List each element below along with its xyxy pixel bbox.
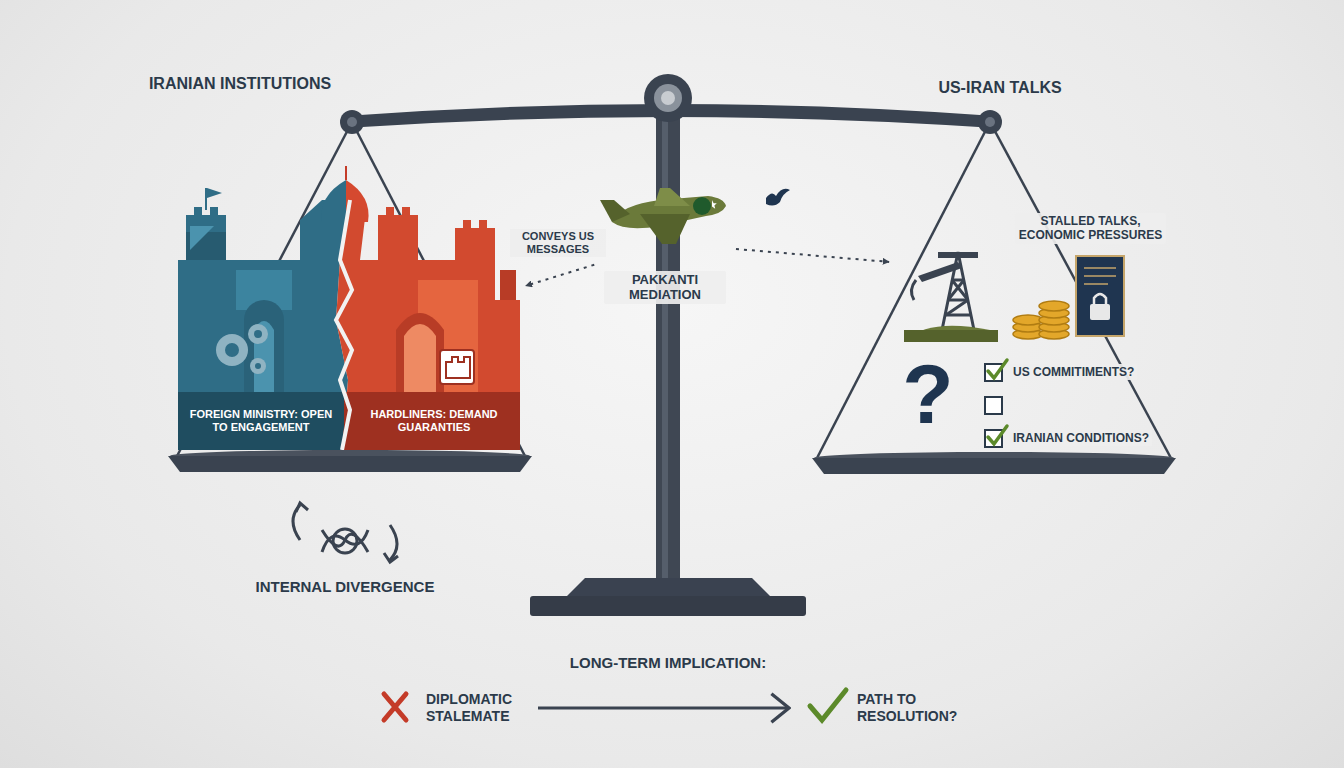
outcome-box: PATH TO RESOLUTION? — [795, 684, 1000, 732]
section-heading: US-IRAN TALKS — [900, 78, 1100, 97]
node-text: FOREIGN MINISTRY: OPEN TO ENGAGEMENT — [186, 408, 336, 434]
flow-arrow — [538, 707, 789, 710]
dove — [766, 189, 790, 206]
talks-pan: STALLED TALKS, ECONOMIC PRESSURES — [895, 205, 1170, 343]
section-heading: LONG-TERM IMPLICATION: — [508, 654, 828, 672]
node-text: DIPLOMATIC STALEMATE — [426, 691, 528, 725]
talks-pan-illustration — [812, 252, 1176, 474]
node-text: STALLED TALKS, ECONOMIC PRESSURES — [1015, 213, 1166, 244]
mediator-plane — [600, 188, 726, 244]
mediator-node: PAKKANTI MEDIATION — [600, 178, 730, 308]
institution-buildings — [168, 166, 532, 472]
node-text: PAKKANTI MEDIATION — [604, 271, 726, 304]
dotted-arrow — [526, 265, 595, 286]
caption-label: INTERNAL DIVERGENCE — [230, 578, 460, 596]
checklist-item: IRANIAN CONDITIONS? — [1010, 430, 1152, 446]
divergence-icon — [293, 503, 398, 562]
edge-label: CONVEYS US MESSAGES — [510, 229, 606, 257]
section-heading: IRANIAN INSTITUTIONS — [130, 74, 350, 93]
node-text: PATH TO RESOLUTION? — [857, 691, 996, 725]
node-text: HARDLINERS: DEMAND GUARANTIES — [356, 408, 512, 434]
pivot — [644, 74, 692, 122]
scale-post — [656, 112, 680, 582]
question-mark: ? — [892, 352, 964, 436]
dotted-arrow — [736, 249, 889, 262]
institution-block: HARDLINERS: DEMAND GUARANTIES — [348, 180, 520, 448]
institution-block: FOREIGN MINISTRY: OPEN TO ENGAGEMENT — [178, 180, 344, 448]
checklist-item: US COMMITIMENTS? — [1010, 364, 1137, 380]
scale-base — [530, 596, 806, 616]
scale-base-top — [567, 578, 770, 596]
outcome-box: DIPLOMATIC STALEMATE — [372, 684, 532, 732]
